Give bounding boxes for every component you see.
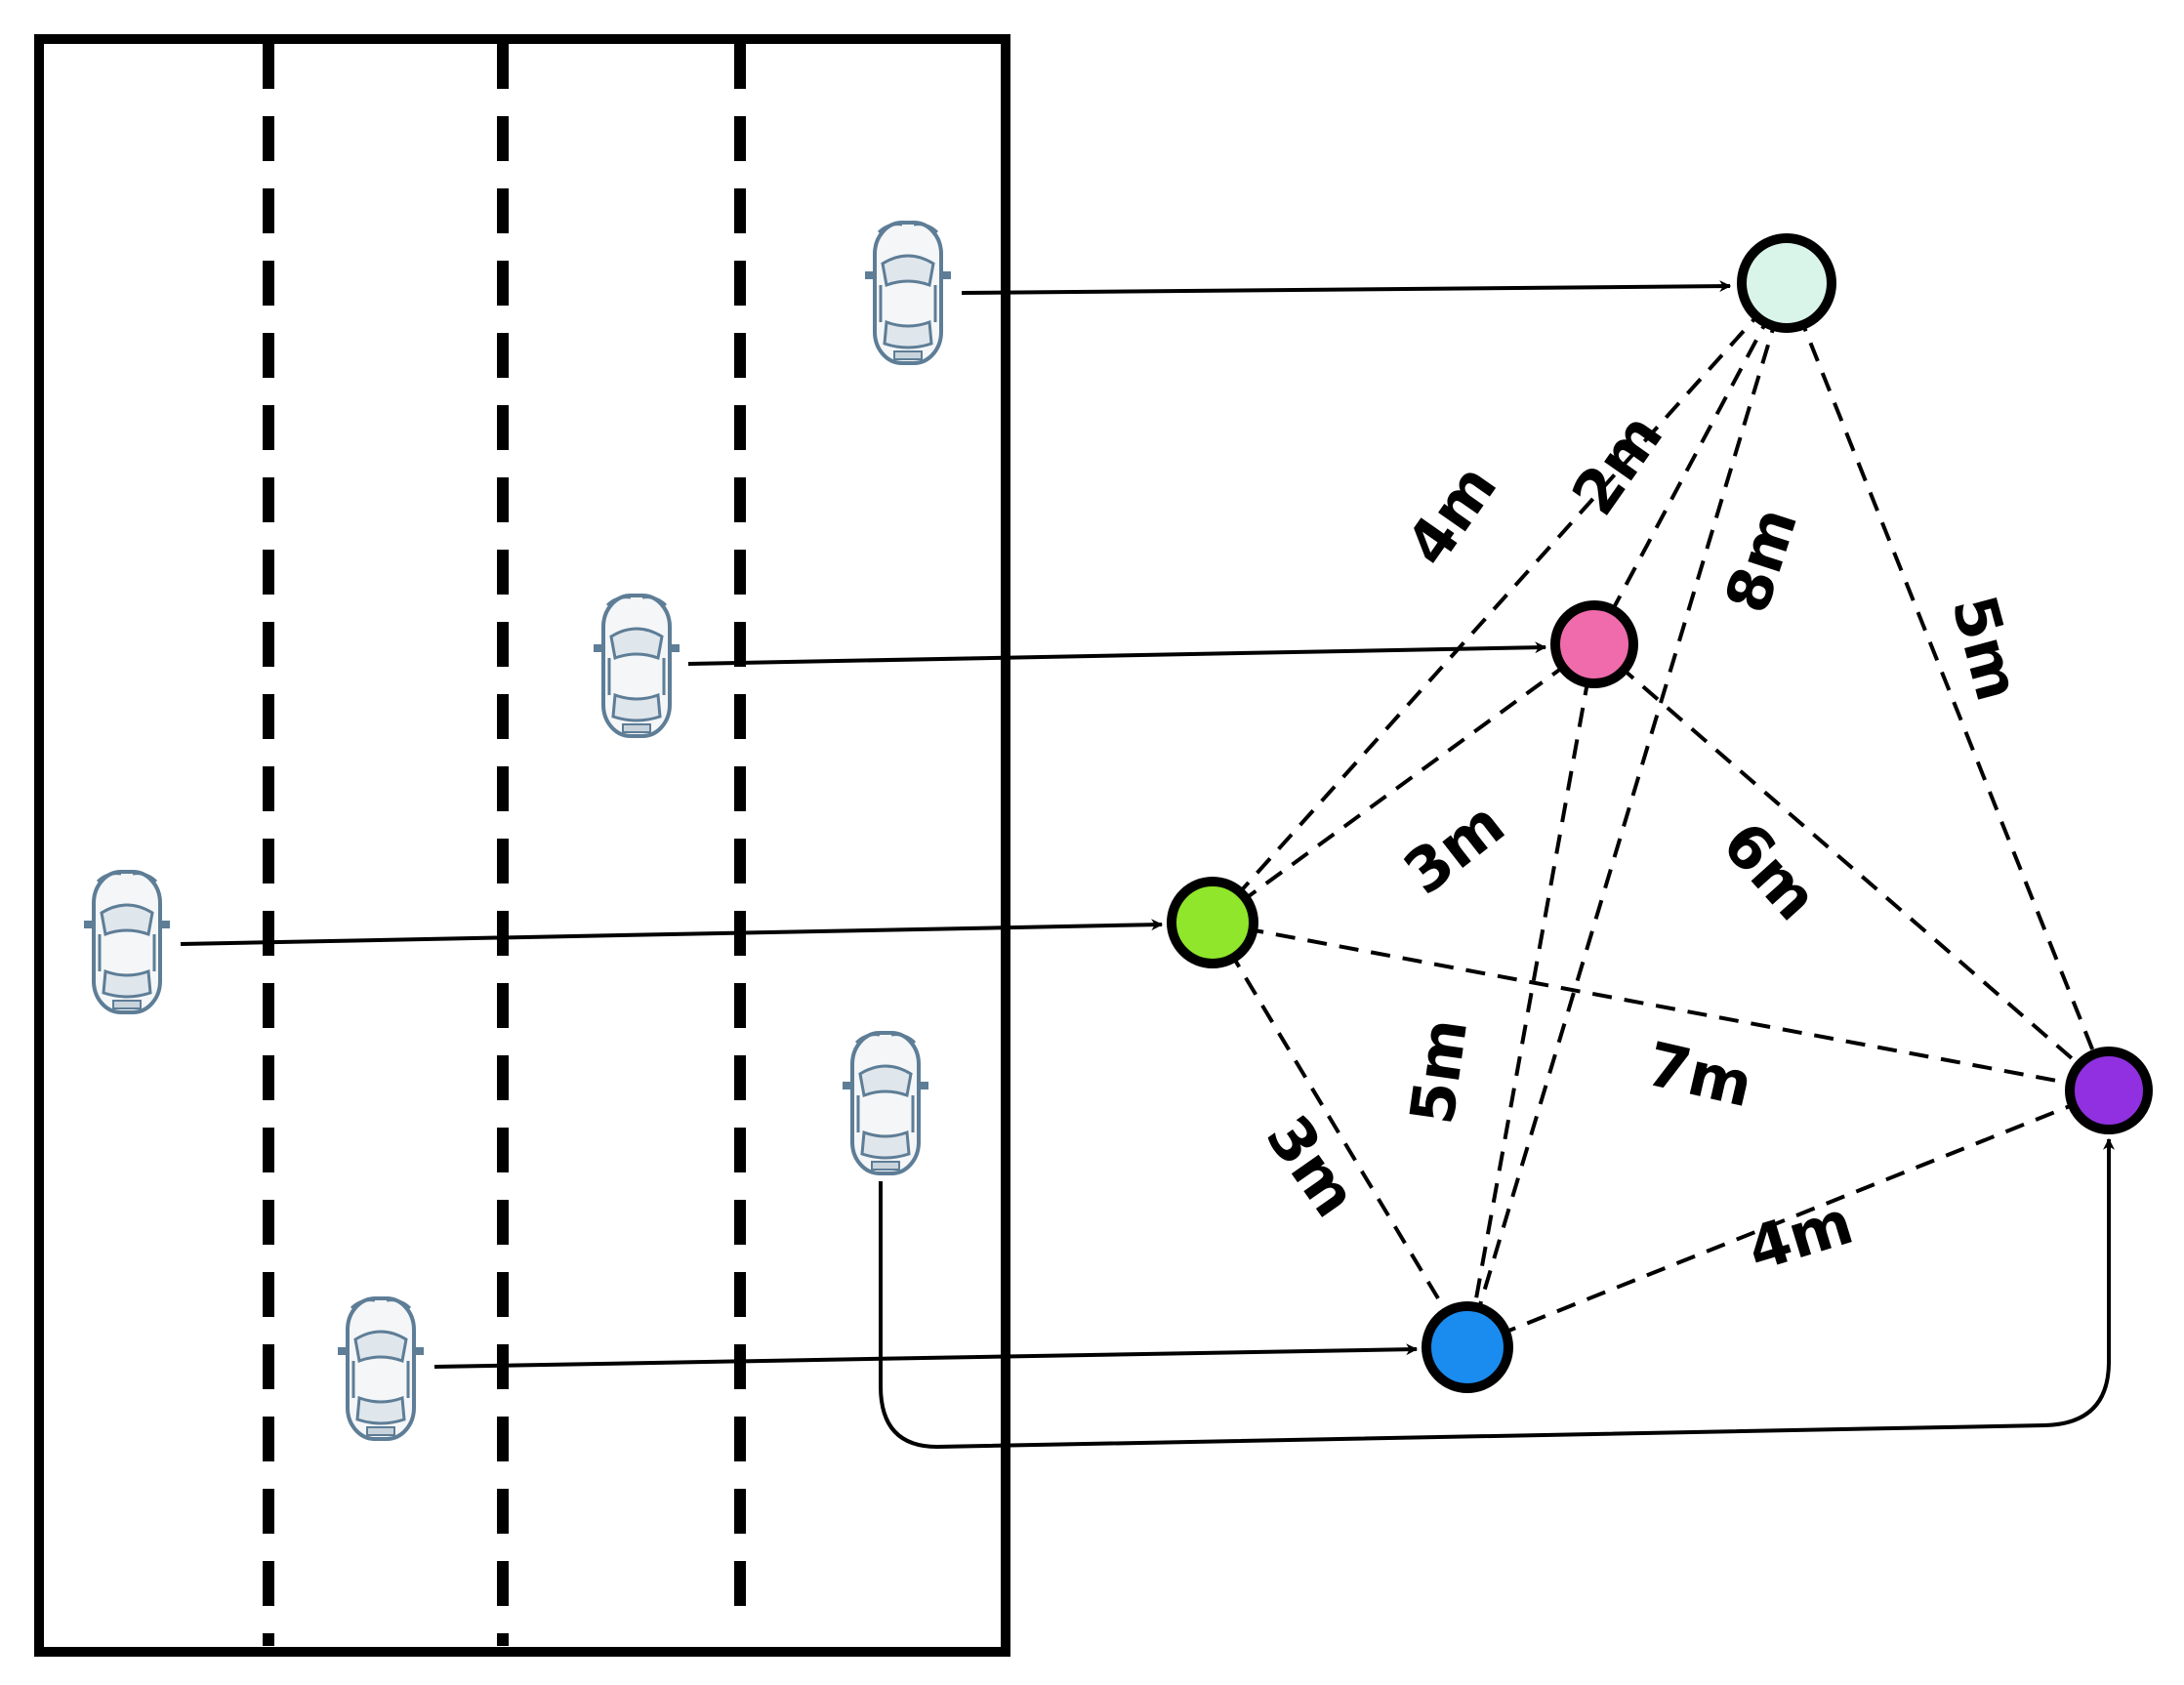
edge-pink-purple bbox=[1592, 642, 2111, 1092]
distance-label-pink-blue: 5m bbox=[1396, 1014, 1481, 1129]
edge-mint-pink bbox=[1592, 282, 1789, 645]
car-top-view-icon bbox=[865, 223, 951, 363]
vehicle-to-node-mappings bbox=[180, 280, 2115, 1450]
vehicles bbox=[84, 223, 951, 1439]
distance-label-mint-pink: 2m bbox=[1558, 400, 1677, 527]
road bbox=[34, 34, 1010, 1657]
edge-pink-blue bbox=[1465, 643, 1596, 1348]
edge-green-blue bbox=[1211, 921, 1469, 1349]
mapping-arrow-pink bbox=[687, 641, 1547, 666]
node-green bbox=[1167, 877, 1258, 968]
graph-nodes bbox=[1167, 233, 2153, 1393]
node-pink bbox=[1550, 600, 1638, 688]
distance-label-mint-purple: 5m bbox=[1938, 588, 2034, 708]
distance-label-blue-purple: 4m bbox=[1740, 1186, 1861, 1285]
mapping-arrow-green bbox=[180, 919, 1164, 946]
car-top-view-icon bbox=[84, 872, 170, 1012]
distance-label-mint-green: 4m bbox=[1392, 451, 1511, 578]
car-top-view-icon bbox=[843, 1033, 928, 1173]
mapping-arrow-mint bbox=[961, 280, 1732, 295]
node-purple bbox=[2065, 1047, 2153, 1134]
node-blue bbox=[1422, 1301, 1513, 1393]
road-outline bbox=[34, 34, 1010, 1657]
distance-label-green-purple: 7m bbox=[1640, 1028, 1758, 1121]
distance-label-pink-purple: 6m bbox=[1709, 808, 1832, 934]
distance-label-green-blue: 3m bbox=[1253, 1102, 1372, 1229]
distance-edges bbox=[1211, 281, 2111, 1349]
edge-green-purple bbox=[1212, 921, 2110, 1092]
car-top-view-icon bbox=[594, 596, 680, 736]
edge-mint-purple bbox=[1785, 282, 2111, 1091]
mapping-arrow-purple bbox=[879, 1137, 2115, 1450]
node-mint bbox=[1737, 233, 1836, 333]
edge-mint-green bbox=[1211, 281, 1789, 925]
edge-blue-purple bbox=[1466, 1089, 2110, 1349]
edge-mint-blue bbox=[1465, 282, 1789, 1348]
mapping-arrow-blue bbox=[433, 1343, 1419, 1369]
edge-pink-green bbox=[1211, 642, 1596, 925]
distance-label-pink-green: 3m bbox=[1390, 788, 1517, 909]
car-top-view-icon bbox=[338, 1298, 424, 1439]
distance-label-mint-blue: 8m bbox=[1710, 499, 1811, 621]
